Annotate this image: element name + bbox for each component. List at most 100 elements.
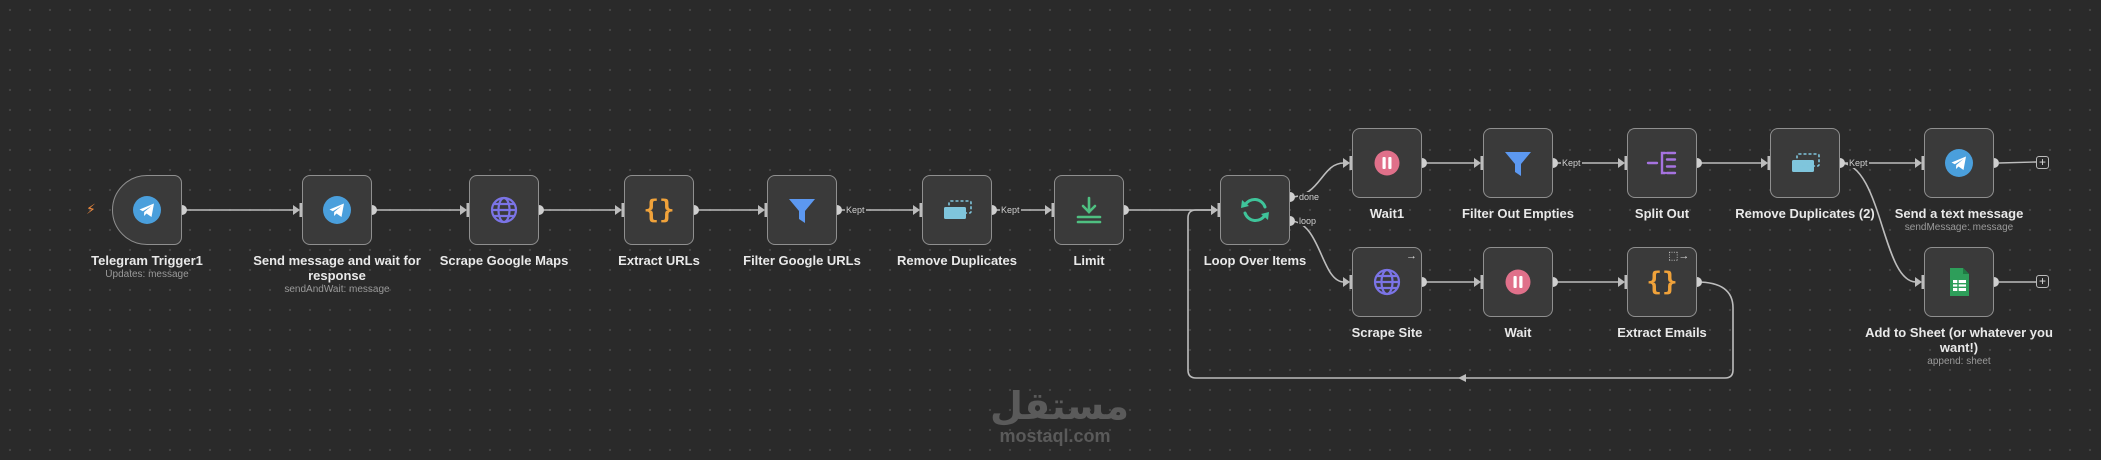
pause-icon [1370, 146, 1404, 180]
input-port-add-sheet-13 [1921, 275, 1924, 289]
node-telegram-trigger[interactable] [112, 175, 182, 245]
edge-label-remove-dup-Kept: Kept [1000, 205, 1021, 215]
input-port-filter-empties-9 [1480, 156, 1483, 170]
filter-icon [1501, 146, 1535, 180]
node-add-sheet[interactable] [1924, 247, 1994, 317]
edge-arrowhead-limit-5 [1045, 205, 1052, 215]
edge-label-remove-dup2-Kept: Kept [1848, 158, 1869, 168]
edge-label-filter-empties-Kept: Kept [1561, 158, 1582, 168]
node-label-limit: Limit [1073, 253, 1105, 268]
input-port-scrape-maps-1 [466, 203, 469, 217]
node-label-wait: Wait [1504, 325, 1532, 340]
node-label-filter-urls: Filter Google URLs [743, 253, 861, 268]
input-port-extract-emails-15 [1624, 275, 1627, 289]
node-label-scrape-maps: Scrape Google Maps [439, 253, 569, 268]
node-remove-dup2[interactable] [1770, 128, 1840, 198]
sheets-icon [1942, 265, 1976, 299]
edge-arrowhead-send-text-12 [1915, 158, 1922, 168]
node-send-wait[interactable] [302, 175, 372, 245]
edge-arrowhead-loop-16 [1211, 205, 1218, 215]
edge-arrowhead-scrape-maps-1 [460, 205, 467, 215]
node-limit[interactable] [1054, 175, 1124, 245]
loop-icon [1238, 193, 1272, 227]
edge-label-filter-urls-Kept: Kept [845, 205, 866, 215]
telegram-icon [130, 193, 164, 227]
node-subtitle-send-wait: sendAndWait: message [284, 284, 390, 295]
edge-arrowhead-wait1-7 [1343, 158, 1350, 168]
input-port-send-text-12 [1921, 156, 1924, 170]
node-extract-urls[interactable]: {} [624, 175, 694, 245]
plus-stub-send-text [1998, 161, 2037, 164]
node-label-filter-empties: Filter Out Empties [1462, 206, 1574, 221]
edge-arrowhead-extract-emails-15 [1618, 277, 1625, 287]
pause-icon [1501, 265, 1535, 299]
split-out-icon [1645, 146, 1679, 180]
code-braces-icon: {} [642, 193, 676, 227]
edge-loop-to-scrape-site [1289, 220, 1345, 283]
telegram-icon [1942, 146, 1976, 180]
input-port-limit-5 [1051, 203, 1054, 217]
edge-arrowhead-filter-empties-9 [1474, 158, 1481, 168]
node-label-scrape-site: Scrape Site [1351, 325, 1423, 340]
edge-arrowhead-add-sheet-13 [1915, 277, 1922, 287]
input-port-extract-urls-2 [621, 203, 624, 217]
input-port-scrape-site-8 [1349, 275, 1352, 289]
scrape-site-badge-icon: → [1406, 250, 1417, 262]
node-remove-dup[interactable] [922, 175, 992, 245]
filter-icon [785, 193, 819, 227]
node-label-loop: Loop Over Items [1203, 253, 1307, 268]
code-braces-icon: {} [1645, 265, 1679, 299]
remove-duplicates-icon [940, 193, 974, 227]
limit-icon [1072, 193, 1106, 227]
edge-arrowhead-split-out-10 [1618, 158, 1625, 168]
node-wait1[interactable] [1352, 128, 1422, 198]
node-extract-emails[interactable]: {} [1627, 247, 1697, 317]
node-label-wait1: Wait1 [1369, 206, 1405, 221]
node-split-out[interactable] [1627, 128, 1697, 198]
edge-arrowhead-remove-dup-4 [913, 205, 920, 215]
node-loop[interactable] [1220, 175, 1290, 245]
node-subtitle-telegram-trigger: Updates: message [105, 269, 189, 280]
input-port-split-out-10 [1624, 156, 1627, 170]
edge-arrowhead-wait-14 [1474, 277, 1481, 287]
input-port-filter-urls-3 [764, 203, 767, 217]
node-label-send-wait: Send message and wait for response [253, 253, 421, 283]
node-label-split-out: Split Out [1634, 206, 1690, 221]
watermark-arabic: مستقل [990, 384, 1129, 428]
node-label-send-text: Send a text message [1894, 206, 2024, 221]
edge-arrowhead-remove-dup2-11 [1761, 158, 1768, 168]
node-label-extract-emails: Extract Emails [1617, 325, 1707, 340]
node-scrape-maps[interactable] [469, 175, 539, 245]
edge-arrowhead-scrape-site-8 [1343, 277, 1350, 287]
edge-extract-emails-to-loop [1187, 209, 1734, 379]
watermark: مستقل mostaql.com [990, 384, 1129, 446]
input-port-remove-dup2-11 [1767, 156, 1770, 170]
remove-duplicates-icon [1788, 146, 1822, 180]
add-node-send-text-plus-icon[interactable]: + [2036, 156, 2049, 169]
telegram-icon [320, 193, 354, 227]
input-port-send-wait-0 [299, 203, 302, 217]
node-label-remove-dup: Remove Duplicates [897, 253, 1017, 268]
extract-emails-badge-icon: ⬚→ [1668, 250, 1690, 262]
node-filter-empties[interactable] [1483, 128, 1553, 198]
globe-icon [1370, 265, 1404, 299]
edge-arrowhead-send-wait-0 [293, 205, 300, 215]
node-filter-urls[interactable] [767, 175, 837, 245]
node-wait[interactable] [1483, 247, 1553, 317]
svg-text:{}: {} [1646, 267, 1677, 297]
input-port-remove-dup-4 [919, 203, 922, 217]
input-port-wait-14 [1480, 275, 1483, 289]
input-port-loop-16 [1217, 203, 1220, 217]
edge-arrowhead-filter-urls-3 [758, 205, 765, 215]
trigger-bolt-icon: ⚡ [86, 201, 96, 217]
node-scrape-site[interactable] [1352, 247, 1422, 317]
edge-label-loop-loop: loop [1298, 216, 1318, 226]
add-node-add-sheet-plus-icon[interactable]: + [2036, 275, 2049, 288]
node-label-add-sheet: Add to Sheet (or whatever you want!) [1865, 325, 2053, 355]
svg-text:{}: {} [643, 195, 674, 225]
node-subtitle-add-sheet: append: sheet [1927, 356, 1991, 367]
node-send-text[interactable] [1924, 128, 1994, 198]
input-port-wait1-7 [1349, 156, 1352, 170]
edge-label-loop-done: done [1298, 192, 1321, 202]
node-label-remove-dup2: Remove Duplicates (2) [1735, 206, 1875, 221]
